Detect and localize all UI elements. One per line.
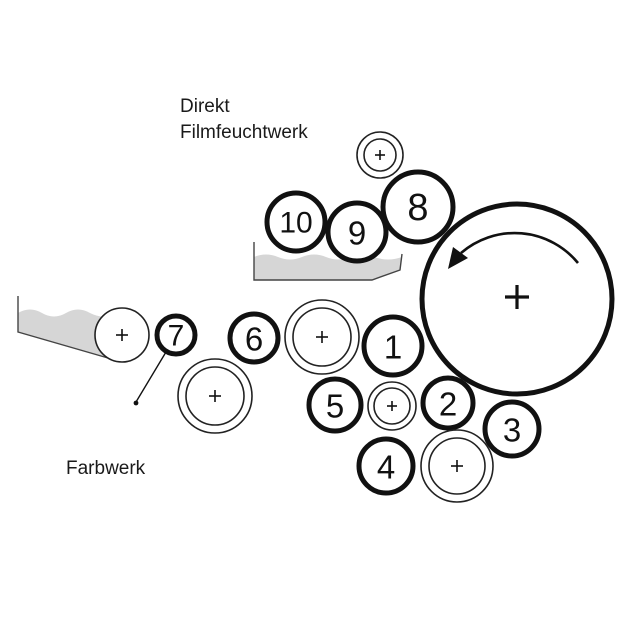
roller-1: 1 — [361, 314, 425, 378]
roller-1-number: 1 — [384, 329, 402, 366]
ink-fountain — [17, 296, 109, 359]
roller-2-number: 2 — [439, 386, 457, 423]
inking-label: Farbwerk — [66, 458, 146, 479]
oscillating-roller-bottom — [420, 429, 494, 503]
roller-9-number: 9 — [348, 215, 366, 252]
roller-3: 3 — [482, 399, 542, 459]
roller-10: 10 — [264, 190, 328, 254]
roller-3-number: 3 — [503, 412, 521, 449]
roller-8: 8 — [380, 169, 456, 245]
oscillating-roller-center — [284, 299, 360, 375]
roller-6-number: 6 — [245, 321, 263, 358]
oscillating-roller-left — [177, 358, 253, 434]
fountain-roller — [94, 307, 150, 363]
dampening-label-line1: Direkt — [180, 96, 230, 117]
roller-6: 6 — [227, 311, 281, 365]
roller-5: 5 — [306, 376, 364, 434]
roller-4-number: 4 — [377, 449, 395, 486]
roller-7-number: 7 — [168, 320, 185, 353]
ductor-pointer — [133, 351, 167, 406]
roller-8-number: 8 — [407, 187, 428, 229]
rider-roller-small — [367, 381, 417, 431]
roller-4: 4 — [356, 436, 416, 496]
roller-2: 2 — [420, 375, 476, 431]
roller-5-number: 5 — [326, 388, 344, 425]
dampening-rider-roller — [356, 131, 404, 179]
plate-cylinder — [419, 201, 615, 397]
roller-10-number: 10 — [279, 207, 312, 240]
roller-7: 7 — [154, 313, 198, 357]
roller-9: 9 — [325, 200, 389, 264]
rotation-arrow-icon — [448, 247, 468, 269]
dampening-label-line2: Filmfeuchtwerk — [180, 122, 308, 143]
